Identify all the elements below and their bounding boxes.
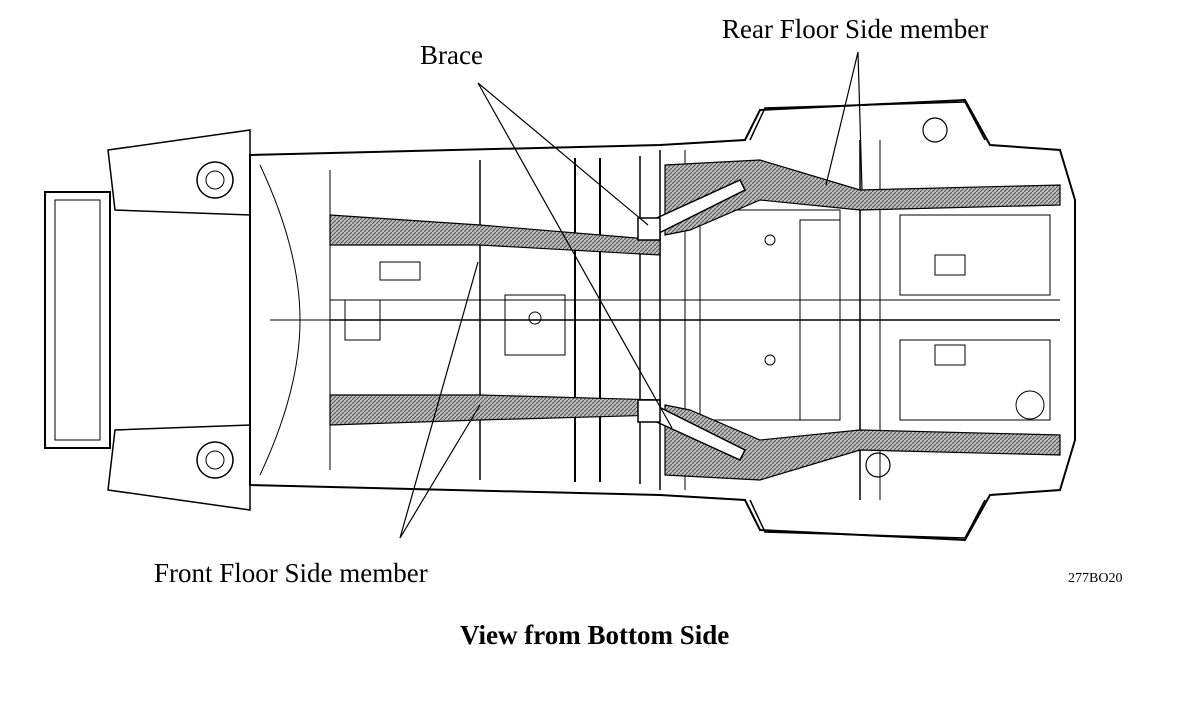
front-floor-side-member-left bbox=[329, 214, 661, 256]
rear-floor-side-member-right bbox=[664, 404, 1061, 481]
front-floor-side-member-right bbox=[329, 394, 661, 426]
body-outline bbox=[249, 98, 1076, 542]
front-left-strut-mount bbox=[196, 161, 234, 199]
rear-floor-side-member-left bbox=[664, 159, 1061, 236]
brace-right bbox=[637, 399, 747, 461]
front-right-strut-mount bbox=[196, 441, 234, 479]
rear-right-wheel-well bbox=[749, 499, 986, 539]
rear-left-wheel-well bbox=[749, 101, 986, 141]
front-right-strut-tower bbox=[107, 424, 251, 511]
front-floor-side-member-label: Front Floor Side member bbox=[154, 558, 428, 588]
leader-lines bbox=[399, 51, 863, 539]
front-left-strut-tower bbox=[107, 129, 251, 216]
figure-code: 277BO20 bbox=[1068, 571, 1123, 586]
figure-caption: View from Bottom Side bbox=[460, 620, 730, 650]
brace-left bbox=[637, 179, 747, 241]
brace-label: Brace bbox=[420, 40, 483, 70]
front-bumper-inner bbox=[54, 199, 101, 441]
rear-floor-side-member-label: Rear Floor Side member bbox=[722, 14, 989, 44]
front-bumper-outline bbox=[44, 191, 111, 449]
